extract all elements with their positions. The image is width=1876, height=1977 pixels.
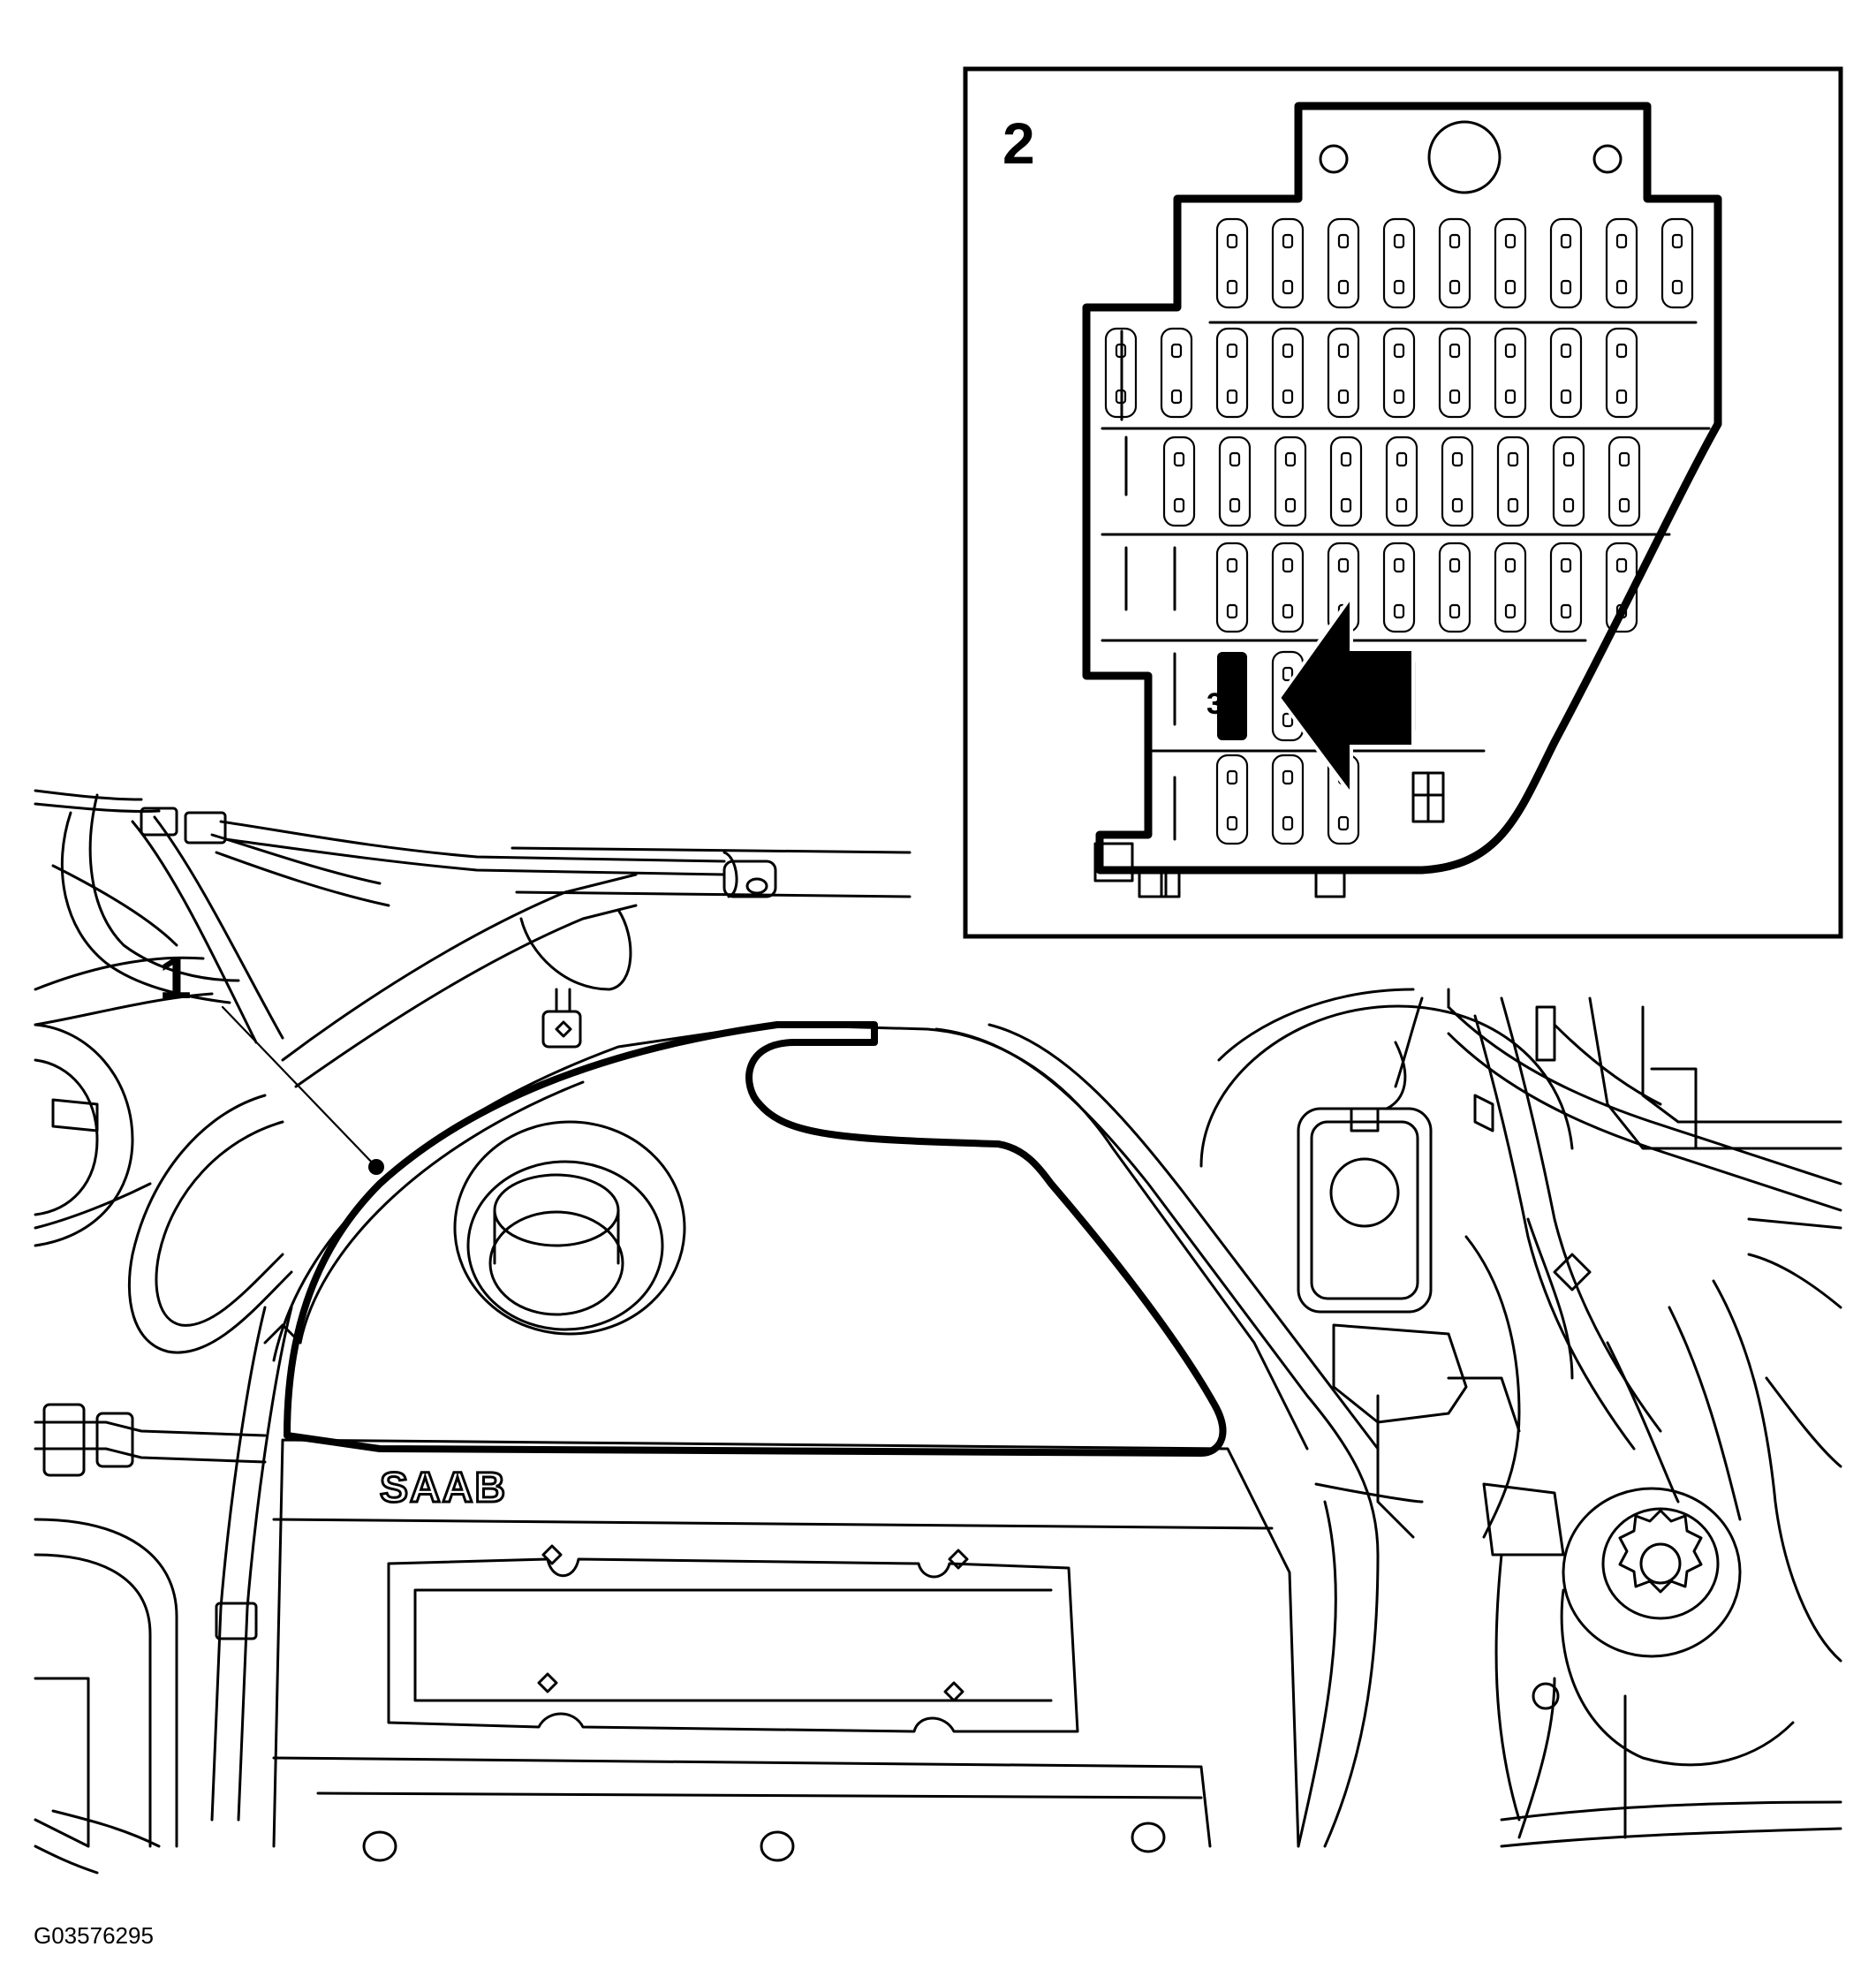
fuse-slot	[1494, 542, 1527, 633]
callout-1-leader	[221, 1005, 377, 1168]
callout-1-dot	[368, 1159, 384, 1175]
fuse-slot	[1438, 542, 1471, 633]
highlighted-fuse	[1217, 652, 1247, 740]
fuse-slot	[1271, 754, 1305, 845]
fuse-slot	[1441, 436, 1474, 527]
fuse-slot	[1605, 217, 1638, 309]
fuse-slot	[1329, 436, 1363, 527]
fuse-slot	[1549, 217, 1583, 309]
fuse-slot	[1215, 327, 1249, 419]
fuse-slot	[1552, 436, 1585, 527]
fuse-slot	[1607, 436, 1641, 527]
fuse-slot	[1160, 327, 1193, 419]
fuse-slot	[1382, 327, 1416, 419]
fuse-slot	[1271, 217, 1305, 309]
fuse-slot	[1494, 327, 1527, 419]
fuse-slot	[1327, 327, 1360, 419]
fuse-slot	[1162, 436, 1196, 527]
fuse-slot	[1438, 217, 1471, 309]
fuse-slot	[1438, 327, 1471, 419]
fuse-slot	[1215, 754, 1249, 845]
fuse-slot	[1271, 542, 1305, 633]
fuse-slot	[1274, 436, 1307, 527]
fuse-slot	[1327, 217, 1360, 309]
fuse-slot	[1494, 217, 1527, 309]
fuse-box-inset: 2 3	[963, 66, 1843, 939]
fuse-slot	[1215, 217, 1249, 309]
callout-2-label: 2	[1002, 110, 1035, 176]
fuse-rows	[1104, 217, 1694, 845]
fuse-slot	[1382, 217, 1416, 309]
fuse-slot	[1271, 650, 1305, 742]
pointer-arrow	[1276, 590, 1415, 801]
fuse-slot	[1382, 542, 1416, 633]
fuse-marker-label: 3	[1207, 687, 1223, 721]
fuse-slot	[1496, 436, 1530, 527]
figure-code: G03576295	[34, 1922, 154, 1949]
fuse-slot	[1218, 436, 1252, 527]
fuse-slot	[1215, 542, 1249, 633]
brand-lettering: SAAB	[380, 1465, 507, 1511]
fuse-slot	[1271, 327, 1305, 419]
fuse-slot	[1605, 542, 1638, 633]
engine-bay: SAAB 1	[34, 789, 1842, 1875]
fuse-slot	[1660, 217, 1694, 309]
fuse-slot	[1549, 327, 1583, 419]
fuse-slot	[1605, 327, 1638, 419]
callout-1-label: 1	[159, 945, 192, 1011]
fuse-slot	[1385, 436, 1418, 527]
fuse-slot	[1549, 542, 1583, 633]
